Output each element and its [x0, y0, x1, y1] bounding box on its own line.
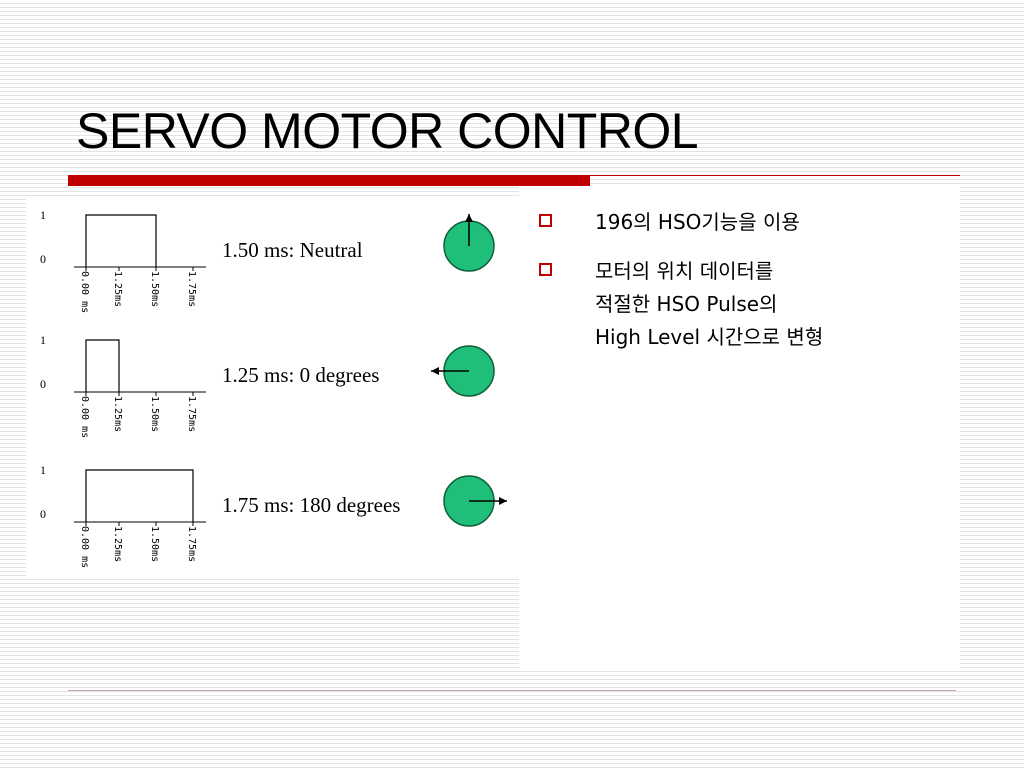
slide-title: SERVO MOTOR CONTROL	[76, 103, 699, 159]
bullet-item: 196의 HSO기능을 이용	[537, 206, 957, 239]
servo-pulse-figure: 1 0 0.00 ms 1.25ms 1.50ms 1.75ms 1.50 ms: Neut…	[26, 198, 520, 578]
servo-shaft-arrowhead	[465, 214, 473, 222]
bullet-line: 196의 HSO기능을 이용	[595, 210, 800, 234]
time-tick-label: 1.75ms	[186, 526, 197, 562]
axis-low-label: 0	[40, 507, 46, 521]
bullet-list: 196의 HSO기능을 이용 모터의 위치 데이터를 적절한 HSO Pulse…	[537, 206, 957, 370]
time-tick-label: 1.50ms	[149, 396, 160, 432]
axis-low-label: 0	[40, 252, 46, 266]
axis-high-label: 1	[40, 208, 46, 222]
footer-divider	[68, 690, 956, 691]
time-tick-label: 1.25ms	[112, 396, 123, 432]
axis-low-label: 0	[40, 377, 46, 391]
axis-high-label: 1	[40, 463, 46, 477]
axis-high-label: 1	[40, 333, 46, 347]
pulse-waveform	[85, 469, 194, 522]
servo-pulse-diagram: 1 0 0.00 ms 1.25ms 1.50ms 1.75ms 1.50 ms: Neut…	[40, 208, 507, 568]
pulse-waveform	[85, 214, 157, 267]
servo-shaft-arrowhead	[431, 367, 439, 375]
bullet-line: 적절한 HSO Pulse의	[595, 292, 778, 316]
bullet-item: 모터의 위치 데이터를 적절한 HSO Pulse의 High Level 시간…	[537, 255, 957, 354]
time-tick-label: 0.00 ms	[79, 526, 90, 568]
time-tick-label: 1.75ms	[186, 396, 197, 432]
pulse-label: 1.25 ms: 0 degrees	[222, 363, 379, 387]
bullet-line: High Level 시간으로 변형	[595, 325, 824, 349]
pulse-label: 1.75 ms: 180 degrees	[222, 493, 400, 517]
bullet-box-icon	[539, 263, 552, 276]
servo-shaft-arrowhead	[499, 497, 507, 505]
time-tick-label: 1.25ms	[112, 526, 123, 562]
time-tick-label: 1.50ms	[149, 526, 160, 562]
title-underline	[590, 175, 960, 176]
bullet-line: 모터의 위치 데이터를	[595, 259, 774, 283]
pulse-label: 1.50 ms: Neutral	[222, 238, 363, 262]
time-tick-label: 1.50ms	[149, 271, 160, 307]
time-tick-label: 0.00 ms	[79, 271, 90, 313]
title-accent-bar	[68, 175, 590, 186]
time-tick-label: 1.25ms	[112, 271, 123, 307]
time-tick-label: 0.00 ms	[79, 396, 90, 438]
time-tick-label: 1.75ms	[186, 271, 197, 307]
pulse-waveform	[85, 339, 120, 392]
bullet-box-icon	[539, 214, 552, 227]
content-panel	[519, 186, 960, 668]
